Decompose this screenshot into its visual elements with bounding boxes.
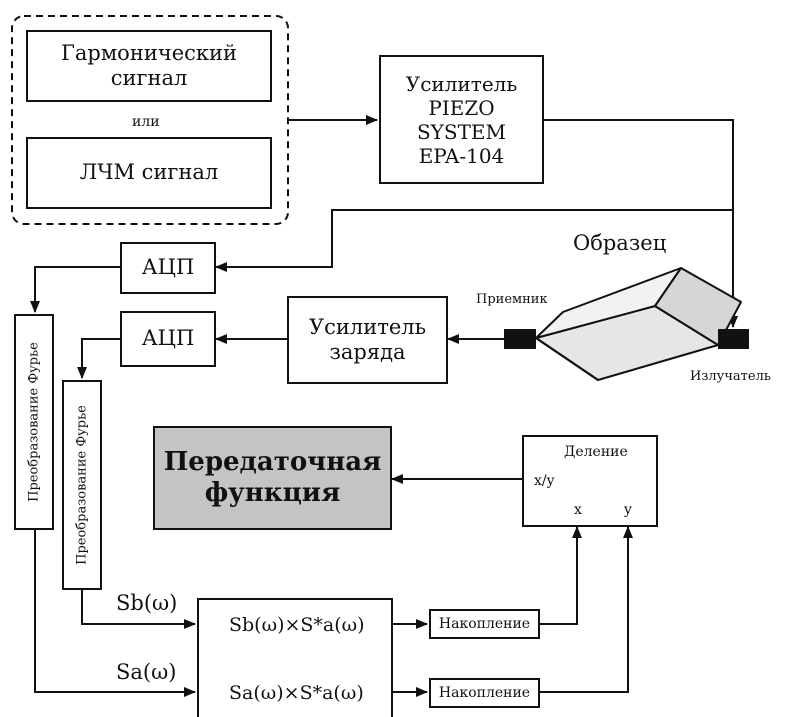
sample-block	[535, 267, 742, 381]
wire-adc-bottom-to-fourier-right	[77, 338, 120, 379]
product-bottom-label: Sa(ω)×S*a(ω)	[229, 682, 364, 704]
fourier-right-label: Преобразование Фурье	[74, 405, 90, 565]
fourier-left-label: Преобразование Фурье	[26, 342, 42, 502]
accumulator-top-label: Накопление	[438, 615, 531, 632]
harmonic-signal-label: Гармонический сигнал	[60, 40, 238, 90]
emitter-label: Излучатель	[690, 369, 771, 384]
wire-accum-bottom-to-y	[540, 526, 633, 693]
accumulator-bottom-label: Накопление	[438, 684, 531, 701]
transfer-function-box: Передаточная функция	[153, 426, 392, 530]
wire-accum-top-to-x	[540, 526, 582, 625]
fourier-left-block: Преобразование Фурье	[14, 314, 54, 530]
accumulator-top-box: Накопление	[429, 609, 540, 639]
charge-amplifier-label: Усилитель заряда	[308, 314, 427, 364]
signal-sb-label: Sb(ω)	[116, 591, 178, 615]
adc-bottom-box: АЦП	[120, 311, 216, 367]
sample-label: Образец	[573, 231, 667, 255]
division-input-y: y	[624, 502, 632, 518]
division-box: Деление x/y x y	[522, 435, 658, 527]
emitter-transducer	[718, 329, 749, 349]
transfer-function-label: Передаточная функция	[163, 446, 382, 508]
adc-bottom-label: АЦП	[141, 326, 195, 351]
product-top-label: Sb(ω)×S*a(ω)	[229, 614, 365, 636]
signal-sa-label: Sa(ω)	[116, 660, 177, 684]
wire-sb-to-product	[81, 590, 196, 629]
receiver-label: Приемник	[476, 292, 548, 307]
receiver-transducer	[504, 329, 536, 349]
chirp-signal-label: ЛЧМ сигнал	[79, 160, 219, 185]
product-block: Sb(ω)×S*a(ω) Sa(ω)×S*a(ω)	[197, 598, 393, 717]
adc-top-box: АЦП	[120, 242, 216, 294]
piezo-amplifier-box: Усилитель PIEZO SYSTEM EPA-104	[379, 55, 544, 184]
division-title: Деление	[564, 444, 628, 460]
wire-tap-to-adc-top	[215, 209, 733, 272]
fourier-right-block: Преобразование Фурье	[62, 380, 102, 590]
chirp-signal-box: ЛЧМ сигнал	[26, 137, 272, 209]
piezo-amplifier-label: Усилитель PIEZO SYSTEM EPA-104	[405, 71, 518, 168]
adc-top-label: АЦП	[141, 255, 195, 280]
wire-adc-top-to-fourier-left	[30, 266, 120, 313]
or-label: или	[132, 114, 160, 130]
division-input-x: x	[574, 502, 582, 518]
charge-amplifier-box: Усилитель заряда	[287, 296, 448, 384]
wire-sa-to-product	[34, 530, 196, 697]
accumulator-bottom-box: Накопление	[429, 678, 540, 708]
wire-amplifier-to-emitter	[544, 119, 738, 328]
division-ratio-label: x/y	[534, 473, 555, 489]
source-group-frame	[11, 15, 289, 225]
harmonic-signal-box: Гармонический сигнал	[26, 30, 272, 102]
